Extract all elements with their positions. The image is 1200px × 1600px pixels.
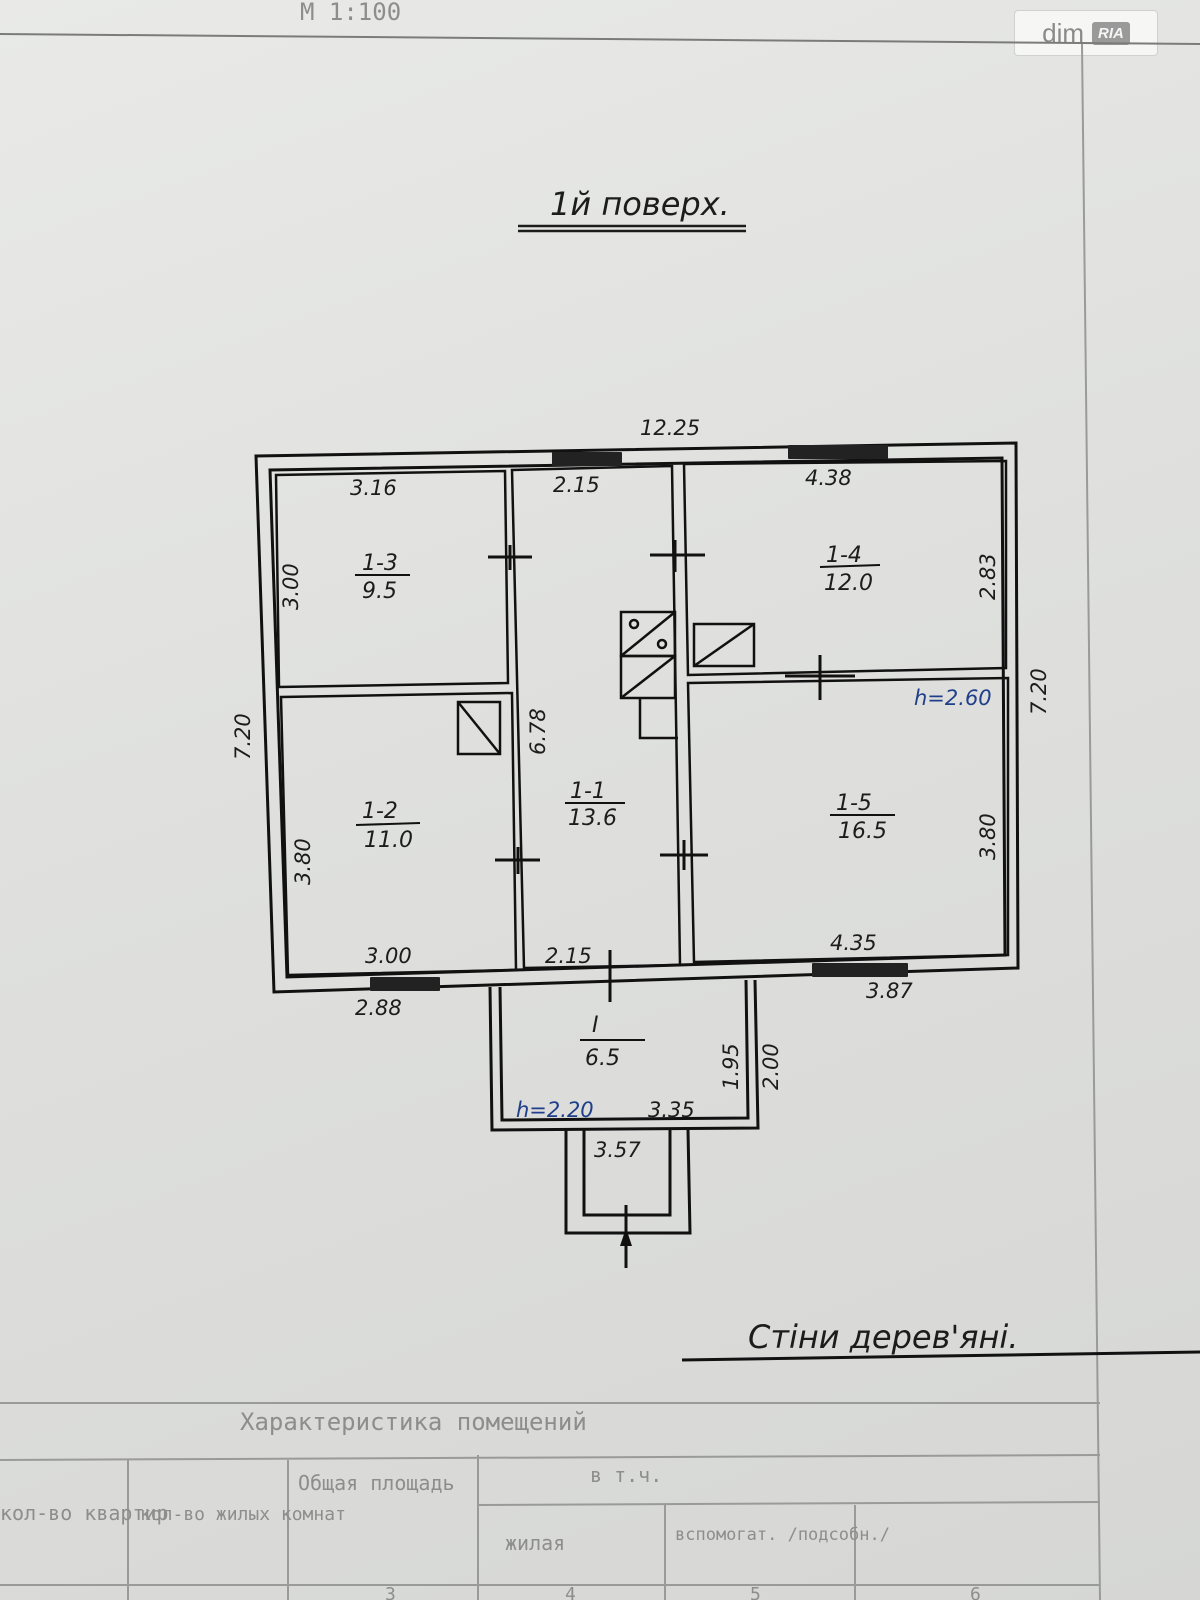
dim-left-bottom-outer: 2.88: [355, 996, 402, 1020]
table-col-number-6: 6: [970, 1584, 981, 1600]
room-labels: 1-3 9.5 1-4 12.0 1-2 11.0 1-1 13.6 1-5 1…: [355, 543, 895, 1071]
dim-room-1-4-top: 4.38: [805, 466, 852, 490]
dim-room-1-2-side: 3.80: [291, 838, 315, 885]
room-1-3-area: 9.5: [362, 579, 397, 604]
dim-top-total: 12.25: [640, 416, 700, 440]
dim-room-1-5-side: 3.80: [976, 813, 1000, 860]
stove-symbols: [456, 610, 756, 756]
door-marks: [488, 540, 855, 1002]
room-1-2-id: 1-2: [362, 799, 398, 824]
characteristics-table-grid: [0, 1402, 1101, 1600]
sheet-right-line: [1081, 43, 1101, 1600]
scale-label: М 1:100: [300, 0, 401, 26]
dim-porch-outer-side: 2.00: [759, 1043, 783, 1090]
table-header-auxiliary: вспомогат. /подсобн./: [675, 1525, 890, 1545]
dim-room-1-2-bottom: 3.00: [365, 944, 412, 968]
table-header-total-area: Общая площадь: [298, 1471, 455, 1495]
room-1-4-area: 12.0: [824, 571, 873, 596]
dimension-labels: 12.25 3.16 2.15 4.38 3.00 2.83 7.20 7.20…: [231, 416, 1051, 1162]
room-1-4-id: 1-4: [826, 543, 862, 568]
dim-porch-inner-side: 1.95: [719, 1043, 743, 1090]
dim-right-bottom-outer: 3.87: [866, 979, 913, 1003]
room-1-5-id: 1-5: [836, 791, 872, 816]
table-col-number-3: 3: [385, 1584, 396, 1600]
dim-right-total: 7.20: [1027, 668, 1051, 715]
dim-room-1-4-side: 2.83: [976, 553, 1000, 600]
dim-corridor-bottom: 2.15: [545, 944, 592, 968]
height-porch: h=2.20: [516, 1098, 594, 1122]
table-header-including: в т.ч.: [590, 1463, 662, 1487]
dim-corridor-side: 6.78: [526, 708, 550, 755]
table-header-rooms: кол-во жилых комнат: [140, 1504, 346, 1525]
porch-walls: [488, 979, 760, 1268]
dim-room-1-3-top: 3.16: [350, 476, 397, 500]
dim-room-1-5-bottom: 4.35: [830, 931, 877, 955]
entrance-arrow-icon: [620, 1228, 632, 1246]
room-1-2-area: 11.0: [364, 828, 413, 853]
outer-walls: [254, 441, 1020, 994]
sheet-top-line: [0, 33, 1200, 45]
dim-porch-outer-bottom: 3.57: [594, 1138, 641, 1162]
interior-walls: [274, 459, 1010, 977]
room-1-5-area: 16.5: [838, 819, 887, 844]
walls-note-underline: [681, 1350, 1200, 1362]
watermark-badge: RIA: [1092, 21, 1130, 45]
room-1-1-id: 1-1: [570, 779, 606, 804]
table-header-living: жилая: [505, 1531, 565, 1555]
table-col-number-5: 5: [750, 1584, 761, 1600]
dim-corridor-top: 2.15: [553, 473, 600, 497]
windows: [370, 445, 908, 991]
table-title: Характеристика помещений: [240, 1408, 587, 1436]
dim-room-1-3-side: 3.00: [279, 563, 303, 610]
table-header-apartments: кол-во квартир: [0, 1501, 169, 1525]
height-main: h=2.60: [914, 686, 992, 710]
floor-title: 1й поверх.: [550, 185, 730, 223]
room-1-3-id: 1-3: [362, 551, 398, 576]
dim-left-total: 7.20: [231, 713, 255, 760]
table-col-number-4: 4: [565, 1584, 576, 1600]
dim-porch-bottom: 3.35: [648, 1098, 695, 1122]
room-porch-area: 6.5: [585, 1046, 620, 1071]
room-porch-id: I: [592, 1013, 599, 1038]
walls-note: Стіни дерев'яні.: [748, 1318, 1018, 1356]
room-1-1-area: 13.6: [568, 806, 617, 831]
